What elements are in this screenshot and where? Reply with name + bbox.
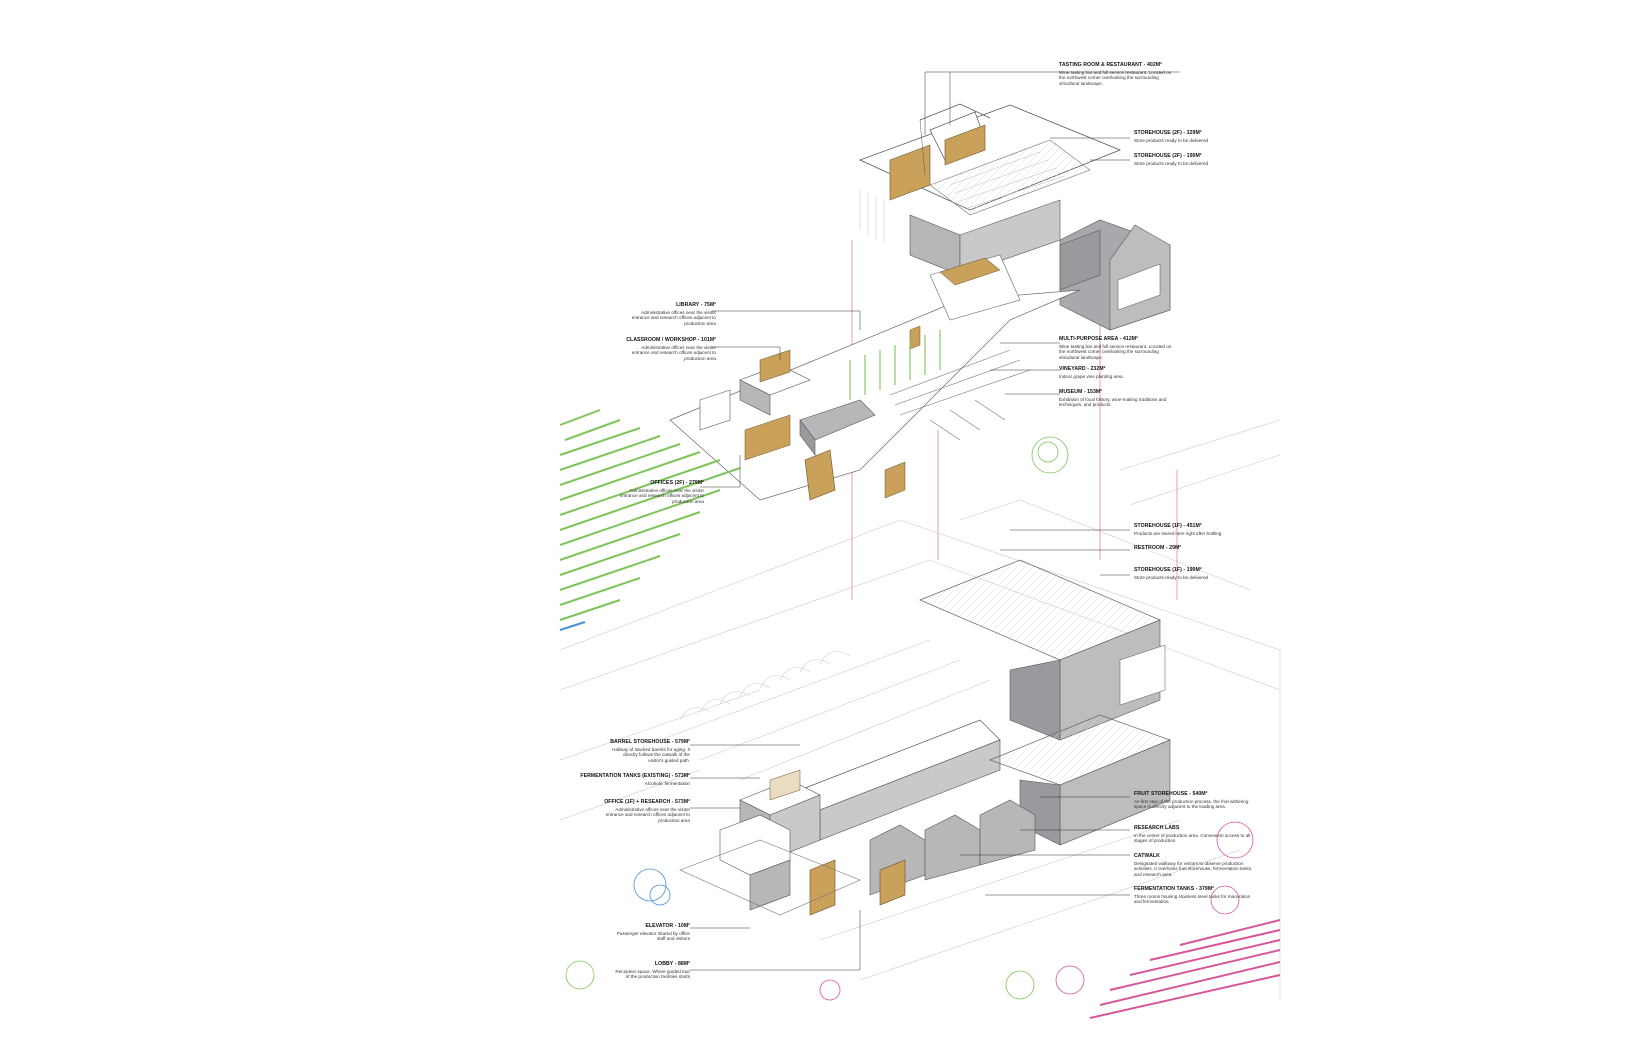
label-title: ELEVATOR - 10m² bbox=[645, 923, 690, 929]
label-desc: Wine tasting bar and full service restau… bbox=[1059, 69, 1172, 86]
site-context bbox=[559, 419, 1281, 1000]
label-desc: Administrative offices near the visitor … bbox=[605, 806, 690, 823]
label-title: FRUIT STOREHOUSE - 540m² bbox=[1134, 791, 1208, 797]
label-title: TASTING ROOM & RESTAURANT - 402m² bbox=[1059, 62, 1162, 68]
label-desc: Designated walkway for visitors to obser… bbox=[1134, 860, 1253, 877]
label-title: VINEYARD - 232m² bbox=[1059, 366, 1106, 372]
label-title: STOREHOUSE (2F) - 329m² bbox=[1134, 130, 1202, 136]
label-office-research: OFFICE (1F) + RESEARCH - 573m² Administr… bbox=[580, 799, 690, 823]
label-desc: Indoor grape vine planting area. bbox=[1059, 373, 1124, 379]
label-title: CLASSROOM / WORKSHOP - 101m² bbox=[626, 337, 716, 343]
label-storehouse-1f-a: STOREHOUSE (1F) - 451m² Products are sto… bbox=[1134, 523, 1254, 536]
label-desc: Reception space. Where guided tour of th… bbox=[615, 968, 690, 980]
label-desc: As first step of the production process,… bbox=[1134, 798, 1249, 810]
tasting-room-volume bbox=[889, 103, 991, 201]
label-title: CATWALK bbox=[1134, 853, 1160, 859]
label-restroom: RESTROOM - 29m² bbox=[1134, 545, 1182, 552]
label-offices-2f: OFFICES (2F) - 279m² Administrative offi… bbox=[600, 480, 704, 504]
label-desc: Alcoholic fermentation bbox=[644, 780, 690, 786]
label-desc: Exhibition of local history, wine-making… bbox=[1059, 396, 1167, 408]
label-title: FERMENTATION TANKS - 379m² bbox=[1134, 886, 1214, 892]
label-elevator: ELEVATOR - 10m² Passenger elevator share… bbox=[600, 923, 690, 942]
label-storehouse-2f-b: STOREHOUSE (2F) - 190m² Store products r… bbox=[1134, 153, 1254, 166]
label-desc: Administrative offices near the visitor … bbox=[631, 309, 716, 326]
hanging-ribbons-top bbox=[859, 190, 885, 242]
label-museum: MUSEUM - 153m² Exhibition of local histo… bbox=[1059, 389, 1179, 408]
label-desc: Administrative offices near the visitor … bbox=[619, 487, 704, 504]
label-title: LIBRARY - 75m² bbox=[676, 302, 716, 308]
label-desc: Products are stored here right after bot… bbox=[1134, 530, 1222, 536]
label-lobby: LOBBY - 88m² Reception space. Where guid… bbox=[600, 961, 690, 980]
label-title: FERMENTATION TANKS (EXISTING) - 573m² bbox=[580, 773, 690, 779]
label-desc: Administrative offices near the visitor … bbox=[631, 344, 716, 361]
offices-volumes bbox=[699, 349, 906, 501]
label-barrel-storehouse: BARREL STOREHOUSE - 579m² Hallway of sta… bbox=[580, 739, 690, 763]
vineyard-planting bbox=[849, 330, 941, 400]
label-title: STOREHOUSE (1F) - 451m² bbox=[1134, 523, 1202, 529]
museum-walls bbox=[889, 349, 1031, 441]
label-title: MUSEUM - 153m² bbox=[1059, 389, 1103, 395]
label-title: BARREL STOREHOUSE - 579m² bbox=[610, 739, 690, 745]
label-desc: Store products ready to be delivered bbox=[1134, 137, 1209, 143]
vineyard-rows-blue bbox=[559, 621, 586, 631]
fermentation-existing-hall bbox=[799, 719, 1001, 841]
lower-storehouse-block bbox=[919, 559, 1166, 741]
label-storehouse-1f-b: STOREHOUSE (1F) - 190m² Store products r… bbox=[1134, 567, 1254, 580]
label-title: RESEARCH LABS bbox=[1134, 825, 1180, 831]
label-tasting-room: TASTING ROOM & RESTAURANT - 402m² Wine t… bbox=[1059, 62, 1179, 86]
label-library: LIBRARY - 75m² Administrative offices ne… bbox=[588, 302, 716, 326]
leader-lines bbox=[690, 71, 1180, 971]
trees bbox=[565, 436, 1254, 1001]
label-desc: Passenger elevator shared by office staf… bbox=[616, 930, 690, 942]
middle-level-slab bbox=[669, 254, 1081, 501]
label-title: LOBBY - 88m² bbox=[654, 961, 690, 967]
label-classroom: CLASSROOM / WORKSHOP - 101m² Administrat… bbox=[588, 337, 716, 361]
label-desc: In the center of production area. Conven… bbox=[1134, 832, 1251, 844]
label-fruit-storehouse: FRUIT STOREHOUSE - 540m² As first step o… bbox=[1134, 791, 1254, 810]
office-research-volumes bbox=[679, 769, 906, 916]
barrel-storehouse-vaults bbox=[659, 639, 991, 781]
label-multipurpose: MULTI-PURPOSE AREA - 412m² Wine tasting … bbox=[1059, 336, 1179, 360]
label-desc: Hallway of stacked barrels for aging. It… bbox=[612, 746, 690, 763]
upper-shelving bbox=[949, 151, 1065, 210]
vineyard-rows-green bbox=[559, 409, 741, 621]
label-vineyard: VINEYARD - 232m² Indoor grape vine plant… bbox=[1059, 366, 1179, 379]
label-title: STOREHOUSE (1F) - 190m² bbox=[1134, 567, 1202, 573]
label-title: OFFICES (2F) - 279m² bbox=[650, 480, 704, 486]
label-title: MULTI-PURPOSE AREA - 412m² bbox=[1059, 336, 1138, 342]
label-catwalk: CATWALK Designated walkway for visitors … bbox=[1134, 853, 1254, 877]
label-title: STOREHOUSE (2F) - 190m² bbox=[1134, 153, 1202, 159]
label-fermentation-existing: FERMENTATION TANKS (EXISTING) - 573m² Al… bbox=[560, 773, 690, 786]
label-research-labs: RESEARCH LABS In the center of productio… bbox=[1134, 825, 1254, 844]
label-desc: Store products ready to be delivered bbox=[1134, 160, 1209, 166]
vineyard-rows-magenta bbox=[1089, 919, 1281, 1019]
label-desc: Wine tasting bar and full service restau… bbox=[1059, 343, 1172, 360]
label-title: RESTROOM - 29m² bbox=[1134, 545, 1182, 551]
label-storehouse-2f-a: STOREHOUSE (2F) - 329m² Store products r… bbox=[1134, 130, 1254, 143]
label-desc: Three rooms housing stainless steel tank… bbox=[1134, 893, 1251, 905]
label-desc: Store products ready to be delivered bbox=[1134, 574, 1209, 580]
label-fermentation-tanks: FERMENTATION TANKS - 379m² Three rooms h… bbox=[1134, 886, 1254, 905]
label-title: OFFICE (1F) + RESEARCH - 573m² bbox=[604, 799, 690, 805]
